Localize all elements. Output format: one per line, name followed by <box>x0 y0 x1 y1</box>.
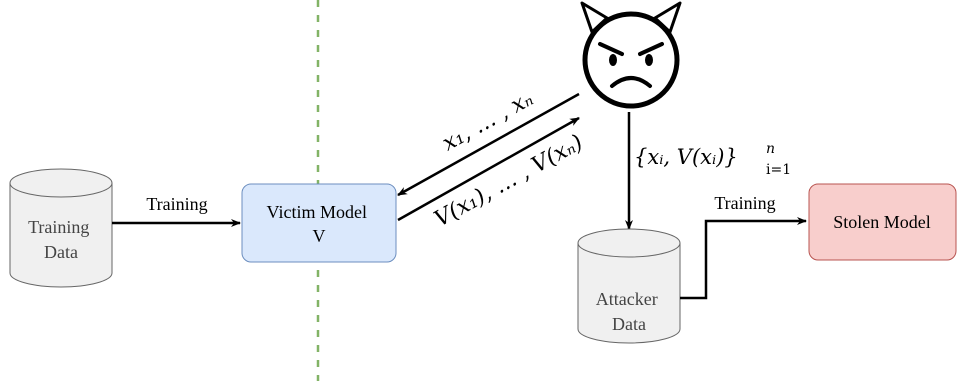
victim-model-label-line1: Victim Model <box>267 202 367 222</box>
training-data-cylinder: Training Data <box>9 168 113 288</box>
training-data-label-line1: Training <box>28 217 89 237</box>
svg-text:Training Data: Training Data <box>28 217 94 262</box>
stolen-training-arrow <box>680 217 807 300</box>
response-arrow <box>397 116 580 222</box>
stolen-model-label: Stolen Model <box>833 212 931 232</box>
stolen-model-box: Stolen Model <box>808 183 957 261</box>
collection-label-sup: n <box>766 141 775 157</box>
collection-label: {xᵢ, V(xᵢ)} n i=1 <box>634 134 791 178</box>
training-data-label-line2: Data <box>44 242 78 262</box>
svg-text:Victim Model V: Victim Model V <box>267 202 372 246</box>
devil-face-icon <box>580 1 682 109</box>
attacker-data-cylinder: Attacker Data <box>577 228 681 344</box>
query-arrow <box>397 92 580 197</box>
attacker-data-label-line1: Attacker <box>596 289 658 309</box>
attacker-data-label-line2: Data <box>612 314 646 334</box>
victim-model-box: Victim Model V <box>241 183 397 263</box>
stolen-training-label: Training <box>714 193 775 213</box>
collection-label-sub: i=1 <box>766 162 791 178</box>
training-edge-label: Training <box>146 194 207 214</box>
victim-model-label-line2: V <box>313 226 326 246</box>
svg-text:Attacker Data: Attacker Data <box>596 289 662 334</box>
collection-label-set: {xᵢ, V(xᵢ)} <box>634 145 738 169</box>
